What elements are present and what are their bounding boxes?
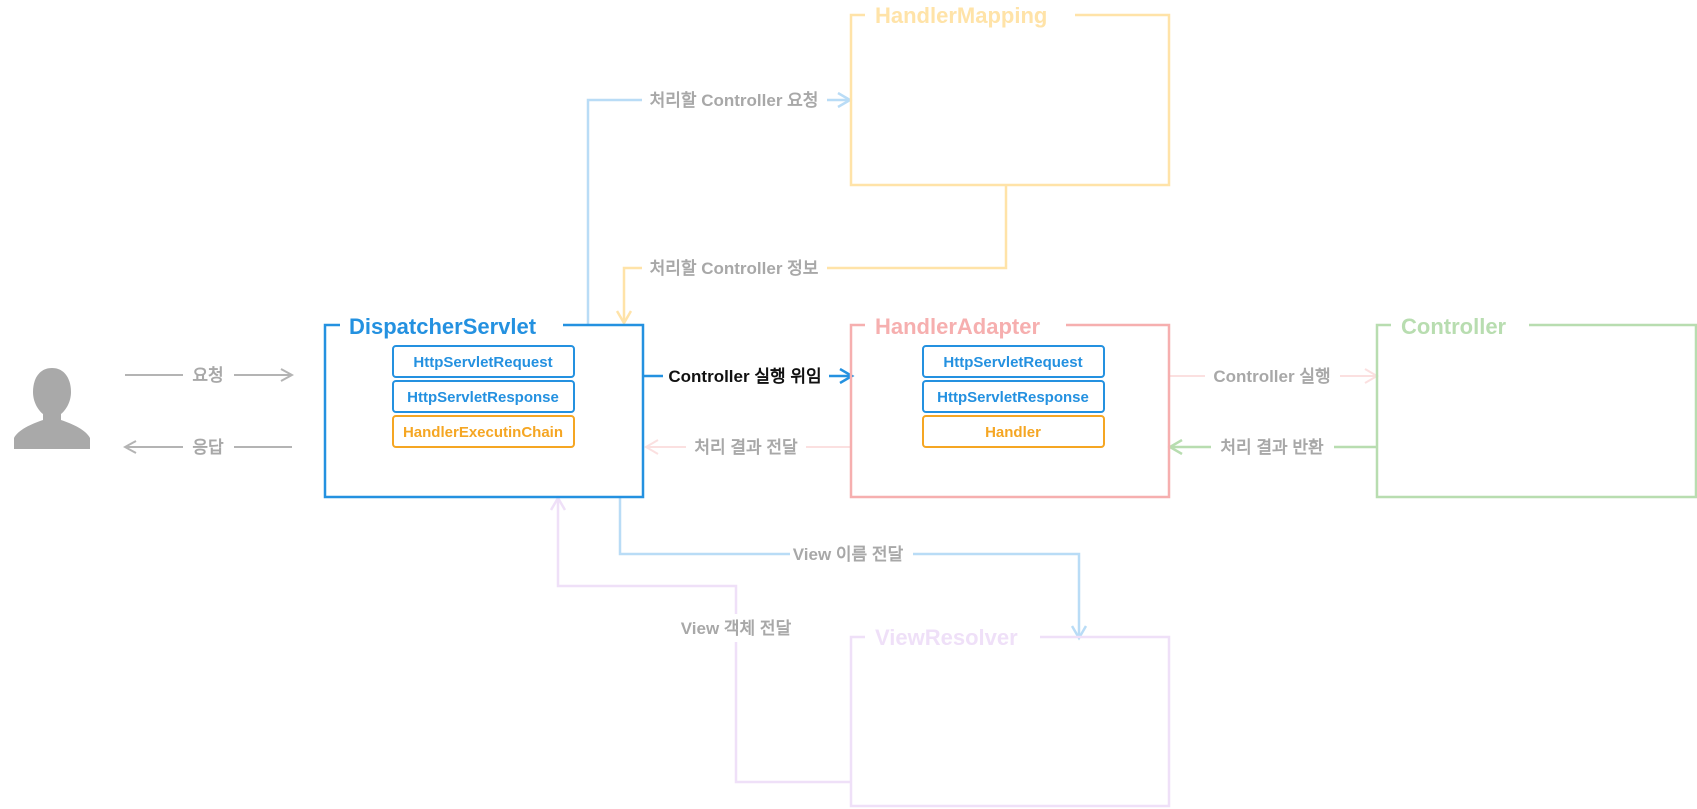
controller-info-flow: 처리할 Controller 정보 (624, 185, 1008, 323)
chip-handler-chain (392, 415, 575, 448)
user-icon (14, 368, 90, 449)
view-object-flow: View 객체 전달 (558, 498, 850, 784)
controller-box: Controller (1375, 314, 1697, 499)
request-label: 요청 (192, 365, 223, 385)
chip-http-response (392, 380, 575, 413)
result-return-flow: 처리 결과 반환 (1170, 438, 1376, 457)
request-flow: 요청 (125, 365, 292, 385)
dispatcher-servlet-box: DispatcherServlet HttpServletRequest Htt… (323, 314, 645, 499)
result-deliver-label: 처리 결과 전달 (694, 437, 798, 457)
delegate-flow: Controller 실행 위임 (644, 366, 852, 386)
controller-execute-flow: Controller 실행 (1170, 367, 1379, 386)
controller-request-flow: 처리할 Controller 요청 (586, 90, 850, 325)
chip-http-request-label: HttpServletRequest (413, 354, 552, 371)
view-resolver-title: ViewResolver (875, 625, 1018, 650)
chip-adapter-request-label: HttpServletRequest (943, 354, 1082, 371)
result-deliver-flow: 처리 결과 전달 (644, 437, 850, 457)
chip-http-response-label: HttpServletResponse (407, 389, 559, 406)
chip-handler-chain-label: HandlerExecutinChain (403, 424, 563, 441)
controller-title: Controller (1401, 314, 1507, 339)
delegate-label: Controller 실행 위임 (668, 366, 821, 386)
controller-request-label: 처리할 Controller 요청 (650, 90, 819, 110)
chip-handler-label: Handler (985, 424, 1041, 441)
handler-adapter-box: HandlerAdapter HttpServletRequest HttpSe… (849, 314, 1171, 499)
view-name-flow: View 이름 전달 (618, 497, 1079, 638)
view-name-label: View 이름 전달 (793, 544, 904, 564)
chip-adapter-response-label: HttpServletResponse (937, 389, 1089, 406)
dispatcher-servlet-title: DispatcherServlet (349, 314, 537, 339)
response-flow: 응답 (125, 438, 292, 457)
handler-mapping-title: HandlerMapping (875, 3, 1047, 28)
controller-info-label: 처리할 Controller 정보 (650, 259, 819, 278)
result-return-label: 처리 결과 반환 (1220, 438, 1324, 457)
handler-adapter-title: HandlerAdapter (875, 314, 1040, 339)
controller-execute-label: Controller 실행 (1213, 367, 1330, 386)
response-label: 응답 (192, 438, 224, 457)
view-object-label: View 객체 전달 (681, 618, 792, 638)
chip-adapter-response (922, 380, 1105, 413)
chip-handler (922, 415, 1105, 448)
view-resolver-box: ViewResolver (849, 625, 1171, 808)
chip-adapter-request (922, 345, 1105, 378)
handler-mapping-box: HandlerMapping (849, 3, 1171, 187)
chip-http-request (392, 345, 575, 378)
